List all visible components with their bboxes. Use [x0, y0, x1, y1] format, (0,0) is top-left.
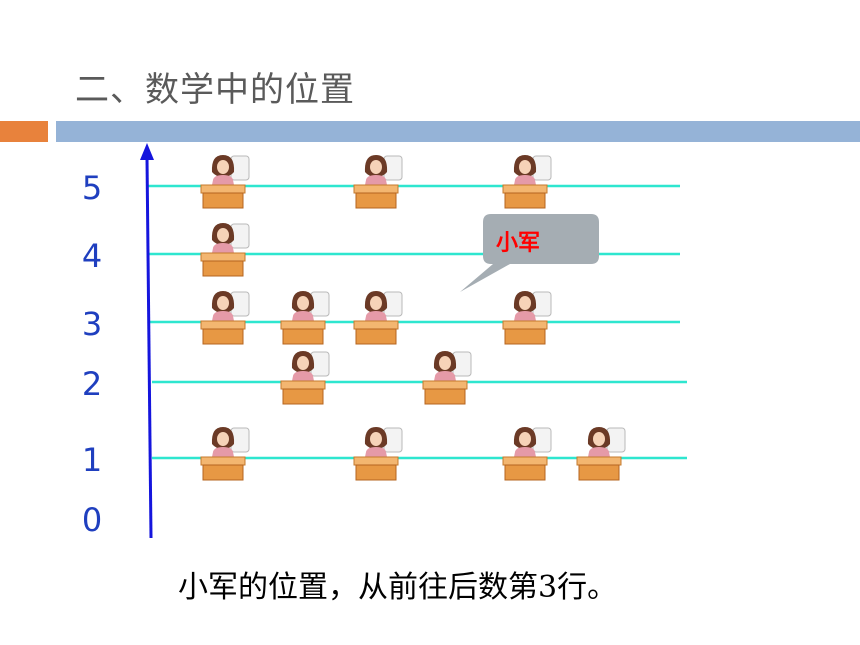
student-at-desk-icon: [200, 427, 250, 481]
slide-title: 二、数学中的位置: [75, 70, 355, 110]
vertical-axis: [145, 157, 153, 539]
row-number-label: 3: [82, 305, 102, 343]
student-at-desk-icon: [576, 427, 626, 481]
header-bar-blue: [56, 121, 860, 142]
student-at-desk-icon: [353, 291, 403, 345]
student-at-desk-icon: [200, 291, 250, 345]
student-at-desk-icon: [200, 155, 250, 209]
student-at-desk-icon: [502, 427, 552, 481]
student-at-desk-icon: [353, 427, 403, 481]
header-bar-orange: [0, 121, 48, 142]
student-at-desk-icon: [353, 155, 403, 209]
speech-bubble-label: 小军: [496, 231, 541, 256]
student-at-desk-icon: [200, 223, 250, 277]
student-at-desk-icon: [502, 291, 552, 345]
row-number-label: 2: [82, 365, 102, 403]
student-at-desk-icon: [502, 155, 552, 209]
speech-bubble: [460, 214, 599, 292]
caption-text: 小军的位置，从前往后数第3行。: [178, 570, 618, 605]
student-at-desk-icon: [280, 291, 330, 345]
row-number-label: 5: [82, 169, 102, 207]
student-at-desk-icon: [280, 351, 330, 405]
row-number-label: 1: [82, 441, 102, 479]
row-number-label: 4: [82, 237, 102, 275]
row-number-label: 0: [82, 501, 102, 539]
student-at-desk-icon: [422, 351, 472, 405]
arrow-up-icon: [140, 143, 154, 160]
